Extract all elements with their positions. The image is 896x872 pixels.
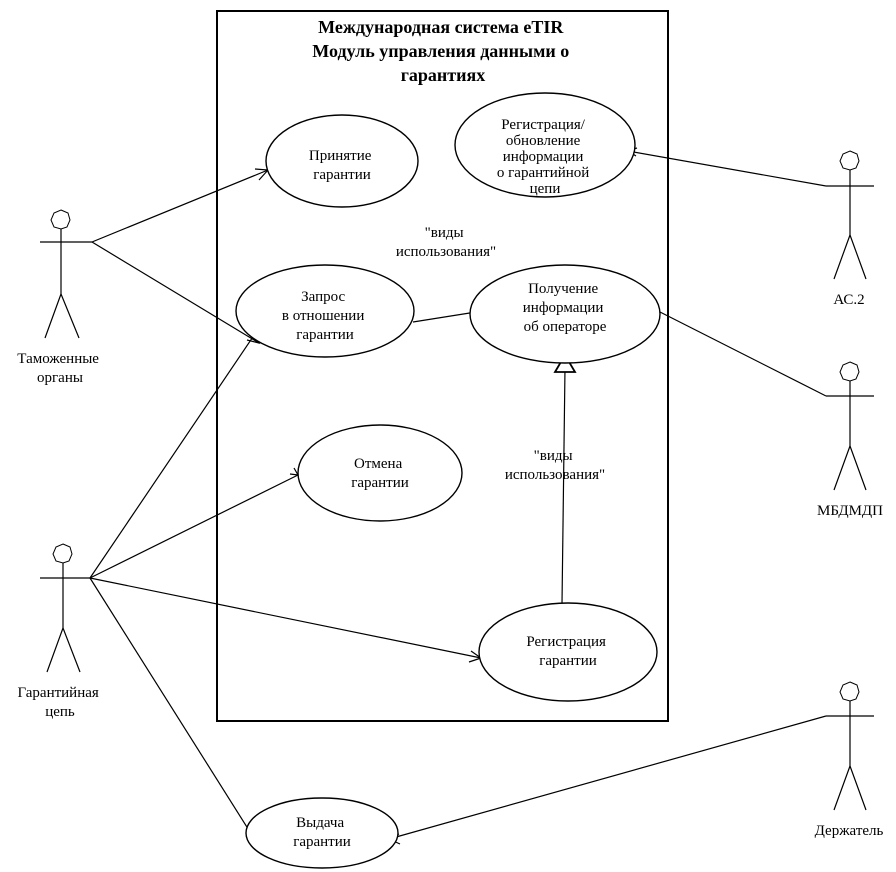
actor-customs-head xyxy=(50,209,71,230)
assoc-customs-query xyxy=(91,241,260,344)
actor-guarantee-chain-head xyxy=(52,543,73,564)
assoc-mbdmdp-get-info xyxy=(659,311,827,397)
assoc-chain-issue xyxy=(89,577,258,844)
usecase-cancel xyxy=(297,424,463,522)
usecase-cancel-label: Отмена гарантии xyxy=(351,456,409,491)
assoc-chain-query xyxy=(89,321,264,579)
assoc-customs-accept xyxy=(91,169,269,243)
actor-customs-label: Таможенные органы xyxy=(17,351,102,386)
actor-guarantee-chain-label: Гарантийная цепь xyxy=(17,685,102,720)
assoc-as2-register-chain xyxy=(627,150,827,187)
actor-customs xyxy=(40,209,92,339)
usecase-accept-label: Принятие гарантии xyxy=(309,148,375,183)
actor-as2-head xyxy=(839,150,860,171)
usecase-issue xyxy=(245,797,399,869)
actor-guarantee-chain xyxy=(40,543,90,673)
associations xyxy=(89,150,827,844)
system-title-line-2: Модуль управления данными о xyxy=(312,41,569,61)
stereotype-uses-top: "виды использования" xyxy=(396,225,496,260)
usecase-accept xyxy=(265,114,419,208)
actor-holder-head xyxy=(839,681,860,702)
actor-as2 xyxy=(826,150,874,280)
actor-as2-label: АС.2 xyxy=(833,292,864,308)
usecase-get-info xyxy=(469,264,661,364)
actor-holder-label: Держатель xyxy=(815,823,884,839)
actor-holder xyxy=(826,681,874,811)
uses-query-to-get-info xyxy=(412,311,477,323)
actor-mbdmdp-label: МБДМДП xyxy=(817,503,883,519)
assoc-chain-register xyxy=(89,577,482,659)
usecase-register-label: Регистрация гарантии xyxy=(526,634,609,669)
assoc-chain-cancel xyxy=(89,474,299,579)
system-boundary xyxy=(216,10,669,722)
assoc-holder-issue xyxy=(388,715,827,840)
usecase-get-info-label: Получение информации об операторе xyxy=(523,281,607,335)
stereotype-uses-mid: "виды использования" xyxy=(505,448,605,483)
usecase-query-label: Запрос в отношении гарантии xyxy=(282,289,368,343)
usecase-register-chain-label: Регистрация/ обновление информации о гар… xyxy=(497,117,593,197)
usecase-issue-label: Выдача гарантии xyxy=(293,815,351,850)
actor-mbdmdp xyxy=(826,361,874,491)
system-title-line-1: Международная система eTIR xyxy=(318,17,564,37)
usecase-register-chain xyxy=(454,92,636,198)
usecase-query xyxy=(235,264,415,358)
system-title: Международная система eTIR Модуль управл… xyxy=(312,17,573,85)
uses-register-to-get-info xyxy=(561,367,566,605)
system-title-line-3: гарантиях xyxy=(401,65,486,85)
actor-mbdmdp-head xyxy=(839,361,860,382)
usecase-register xyxy=(478,602,658,702)
